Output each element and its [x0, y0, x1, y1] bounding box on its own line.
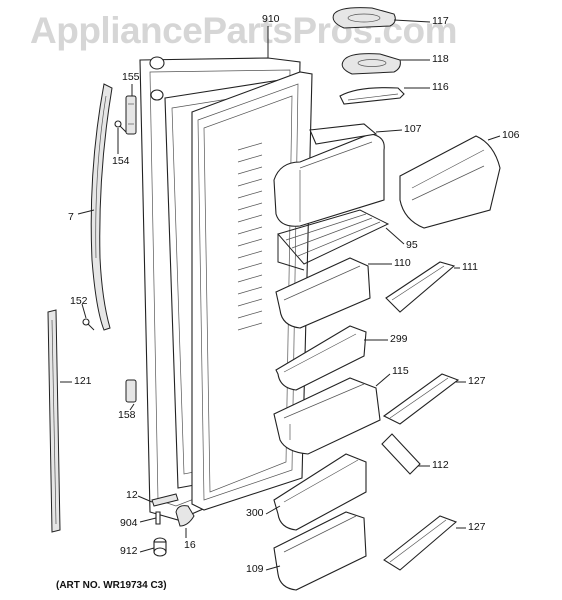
- callout-117: 117: [432, 15, 449, 27]
- screw-154: [114, 120, 127, 133]
- top-cap: [332, 7, 396, 29]
- shelf-trim-112: [381, 433, 421, 475]
- wire-rack: [277, 209, 390, 271]
- trim-strip: [47, 309, 61, 533]
- callout-16: 16: [184, 539, 196, 551]
- callout-152: 152: [70, 295, 88, 307]
- callout-155: 155: [122, 71, 140, 83]
- callout-106: 106: [502, 129, 520, 141]
- callout-12: 12: [126, 489, 138, 501]
- leader-lines: [60, 19, 501, 571]
- dairy-door: [399, 135, 501, 229]
- callout-112: 112: [432, 459, 449, 471]
- shelf-bin-109: [273, 511, 367, 591]
- callout-910: 910: [262, 13, 280, 25]
- liner-ribs: [237, 142, 263, 331]
- callout-904: 904: [120, 517, 138, 529]
- shelf-bin-299: [275, 325, 367, 391]
- callout-121: 121: [74, 375, 92, 387]
- callout-107: 107: [404, 123, 422, 135]
- shelf-bin-300: [273, 453, 367, 531]
- callout-127-upper: 127: [468, 375, 486, 387]
- callout-109: 109: [246, 563, 264, 575]
- callout-300: 300: [246, 507, 264, 519]
- callout-95: 95: [406, 239, 418, 251]
- shelf-bin-115: [273, 377, 381, 455]
- art-number: (ART NO. WR19734 C3): [56, 580, 167, 591]
- callout-299: 299: [390, 333, 408, 345]
- handle-mount-top: [125, 95, 137, 135]
- callout-158: 158: [118, 409, 136, 421]
- hinge-hardware: [151, 493, 195, 557]
- callout-118: 118: [432, 53, 449, 65]
- callout-7: 7: [68, 211, 74, 223]
- screw-152: [82, 318, 95, 331]
- bracket-118: [341, 53, 401, 75]
- door-stop: [125, 379, 137, 403]
- callout-116: 116: [432, 81, 449, 93]
- shelf-trim-111: [385, 261, 456, 313]
- rail-116: [339, 87, 405, 105]
- callout-110: 110: [394, 257, 411, 269]
- callout-912: 912: [120, 545, 138, 557]
- callout-111: 111: [462, 261, 478, 273]
- callout-115: 115: [392, 365, 409, 377]
- shelf-trim-127a: [382, 373, 460, 425]
- callout-154: 154: [112, 155, 130, 167]
- shelf-trim-127b: [383, 515, 458, 571]
- door-handle: [90, 83, 113, 331]
- shelf-bin-110: [275, 257, 371, 329]
- dairy-bin: [273, 123, 385, 227]
- callout-127-lower: 127: [468, 521, 486, 533]
